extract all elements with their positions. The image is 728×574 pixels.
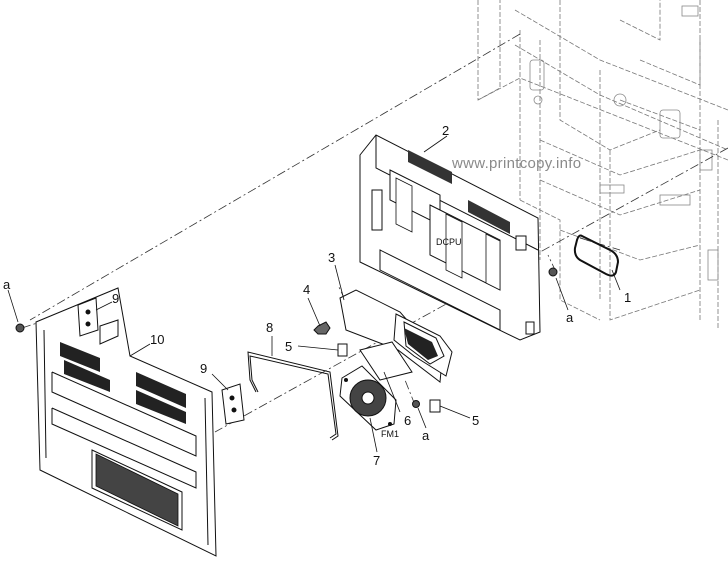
callout-2: 2 xyxy=(442,123,449,138)
callout-8: 8 xyxy=(266,320,273,335)
machine-frame-details xyxy=(529,5,719,281)
callout-a-left: a xyxy=(3,277,11,292)
dcpu-heatsinks xyxy=(395,177,501,291)
callout-5-upper: 5 xyxy=(285,339,292,354)
callout-9-upper: 9 xyxy=(112,291,119,306)
bracket-lower xyxy=(221,383,245,425)
wire-harness xyxy=(247,351,339,441)
cooling-fan xyxy=(339,365,397,431)
fm1-label: FM1 xyxy=(381,429,399,439)
nut xyxy=(313,321,331,335)
callout-10: 10 xyxy=(150,332,164,347)
callout-5-lower: 5 xyxy=(472,413,479,428)
callout-9-lower: 9 xyxy=(200,361,207,376)
callout-6: 6 xyxy=(404,413,411,428)
dcpu-label: DCPU xyxy=(436,237,462,247)
watermark-text: www.printcopy.info xyxy=(451,155,581,172)
callout-7: 7 xyxy=(373,453,380,468)
bracket-upper xyxy=(77,297,99,337)
insulation-sheet xyxy=(359,341,413,381)
rear-cover-mesh-grille xyxy=(95,453,179,527)
leader-lines xyxy=(7,135,621,453)
rear-cover-vents xyxy=(60,342,186,424)
screw-right xyxy=(548,267,558,277)
duct-shadow xyxy=(404,328,438,360)
screw-center xyxy=(412,400,420,408)
callout-1: 1 xyxy=(624,290,631,305)
rear-cover-panel xyxy=(35,287,217,557)
callout-a-right: a xyxy=(566,310,574,325)
callout-3: 3 xyxy=(328,250,335,265)
dcpu-board-vent xyxy=(408,150,510,234)
connector-lower xyxy=(429,399,441,413)
screw-left xyxy=(15,323,25,333)
callout-a-center: a xyxy=(422,428,430,443)
cable-loop xyxy=(573,234,620,277)
connector-upper xyxy=(337,343,348,357)
callout-4: 4 xyxy=(303,282,310,297)
